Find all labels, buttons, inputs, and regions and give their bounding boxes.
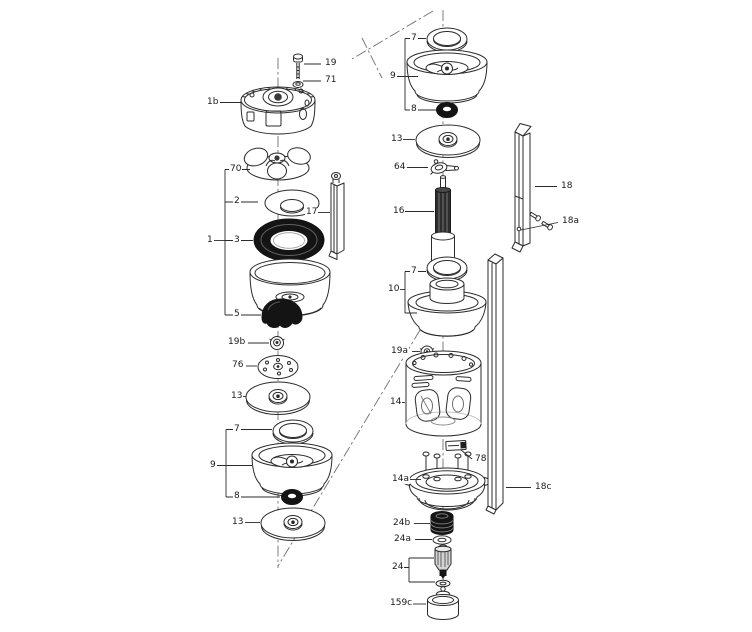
part-label-13: 13 bbox=[390, 133, 404, 145]
part-label-19: 19 bbox=[324, 58, 338, 69]
part-159c-cup bbox=[427, 586, 459, 620]
part-14a-flange bbox=[404, 451, 490, 511]
part-label-71: 71 bbox=[324, 75, 338, 86]
part-label-7: 7 bbox=[410, 265, 418, 277]
part-76-plate bbox=[257, 355, 299, 379]
part-1b-casing bbox=[240, 86, 316, 135]
part-label-5: 5 bbox=[233, 309, 241, 320]
part-label-1b: 1b bbox=[206, 96, 220, 108]
part-label-13: 13 bbox=[231, 516, 245, 528]
part-label-24: 24 bbox=[391, 561, 405, 573]
part-5-slinger bbox=[261, 298, 303, 328]
part-label-9: 9 bbox=[389, 70, 397, 82]
part-70-coupling bbox=[243, 147, 311, 181]
part-label-2: 2 bbox=[233, 196, 241, 207]
part-64-clip bbox=[430, 159, 459, 175]
part-8-ring bbox=[436, 102, 458, 118]
part-7-ring bbox=[272, 419, 314, 445]
part-78-clip bbox=[445, 440, 467, 451]
part-label-14: 14 bbox=[389, 396, 403, 408]
part-10-bowl bbox=[407, 277, 487, 337]
part-7-ring bbox=[426, 27, 468, 53]
part-label-17: 17 bbox=[305, 206, 319, 218]
part-14-casing bbox=[405, 350, 482, 437]
part-18c-bar bbox=[485, 253, 504, 515]
part-label-7: 7 bbox=[410, 32, 418, 44]
part-label-1: 1 bbox=[206, 234, 214, 246]
part-label-8: 8 bbox=[410, 104, 418, 115]
part-17-strap bbox=[328, 172, 345, 260]
part-label-14a: 14a bbox=[391, 473, 410, 485]
part-8-ring bbox=[281, 489, 303, 505]
part-9-bowl bbox=[251, 442, 333, 497]
part-13-disc bbox=[260, 507, 326, 541]
part-label-19b: 19b bbox=[227, 337, 247, 348]
part-label-70: 70 bbox=[229, 163, 243, 175]
part-18-strip bbox=[511, 123, 532, 253]
part-label-10: 10 bbox=[387, 283, 401, 295]
part-13-disc bbox=[245, 381, 311, 415]
part-label-76: 76 bbox=[231, 360, 245, 371]
part-label-16: 16 bbox=[392, 205, 406, 217]
part-label-18c: 18c bbox=[534, 481, 553, 493]
part-24b-cap bbox=[430, 511, 454, 535]
part-label-159c: 159c bbox=[389, 598, 414, 609]
part-label-18a: 18a bbox=[561, 216, 580, 227]
part-label-24a: 24a bbox=[393, 533, 412, 545]
part-19-screw bbox=[293, 53, 303, 79]
part-71-washer bbox=[292, 81, 304, 88]
part-16-shaft bbox=[431, 175, 455, 272]
part-9-bowl bbox=[406, 49, 488, 104]
part-13-disc bbox=[415, 124, 481, 158]
part-7-ring bbox=[426, 256, 468, 282]
part-19b-nut bbox=[269, 336, 285, 350]
part-label-18: 18 bbox=[560, 180, 574, 192]
part-24-shaft-assembly bbox=[434, 544, 452, 588]
part-label-13: 13 bbox=[230, 390, 244, 402]
part-label-64: 64 bbox=[393, 161, 407, 173]
part-label-7: 7 bbox=[233, 423, 241, 435]
part-3-seal-ring bbox=[253, 218, 325, 262]
part-label-19a: 19a bbox=[390, 345, 409, 357]
part-label-8: 8 bbox=[233, 491, 241, 502]
part-label-24b: 24b bbox=[392, 517, 412, 529]
part-label-9: 9 bbox=[209, 459, 217, 471]
part-24a-washer bbox=[432, 535, 452, 545]
part-label-3: 3 bbox=[233, 234, 241, 246]
part-label-78: 78 bbox=[474, 454, 488, 465]
